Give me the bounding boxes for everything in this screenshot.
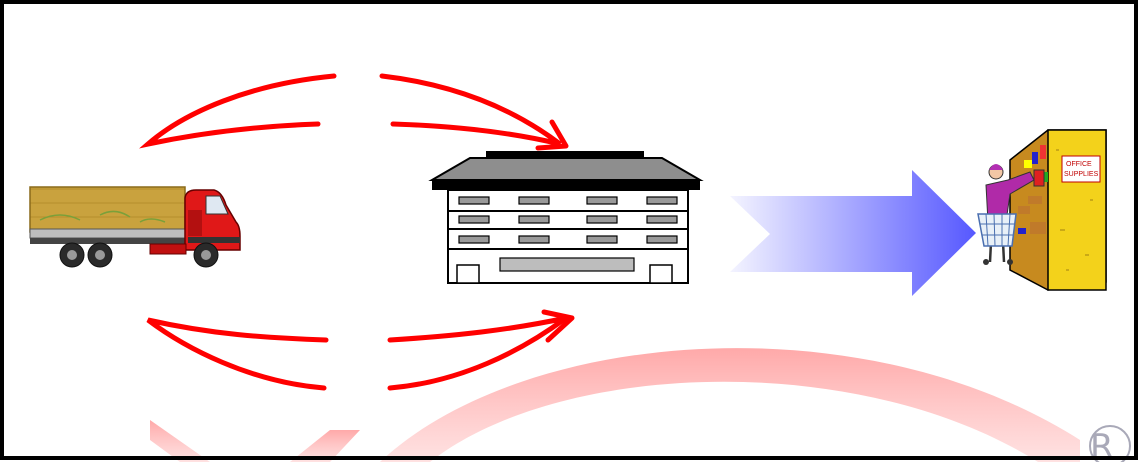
watermark: R (150, 348, 1130, 462)
truck-icon (30, 187, 240, 267)
retail-flow-arrow (730, 170, 976, 296)
flow-arrow-upper-left (148, 76, 334, 144)
sign-line-1: OFFICE (1066, 161, 1092, 168)
shopper-icon: OFFICE SUPPLIES (978, 130, 1106, 290)
flow-arrow-upper-right (382, 76, 560, 144)
warehouse-icon (432, 151, 700, 283)
sign-line-2: SUPPLIES (1064, 171, 1099, 178)
flow-arrow-lower-left (148, 320, 326, 388)
